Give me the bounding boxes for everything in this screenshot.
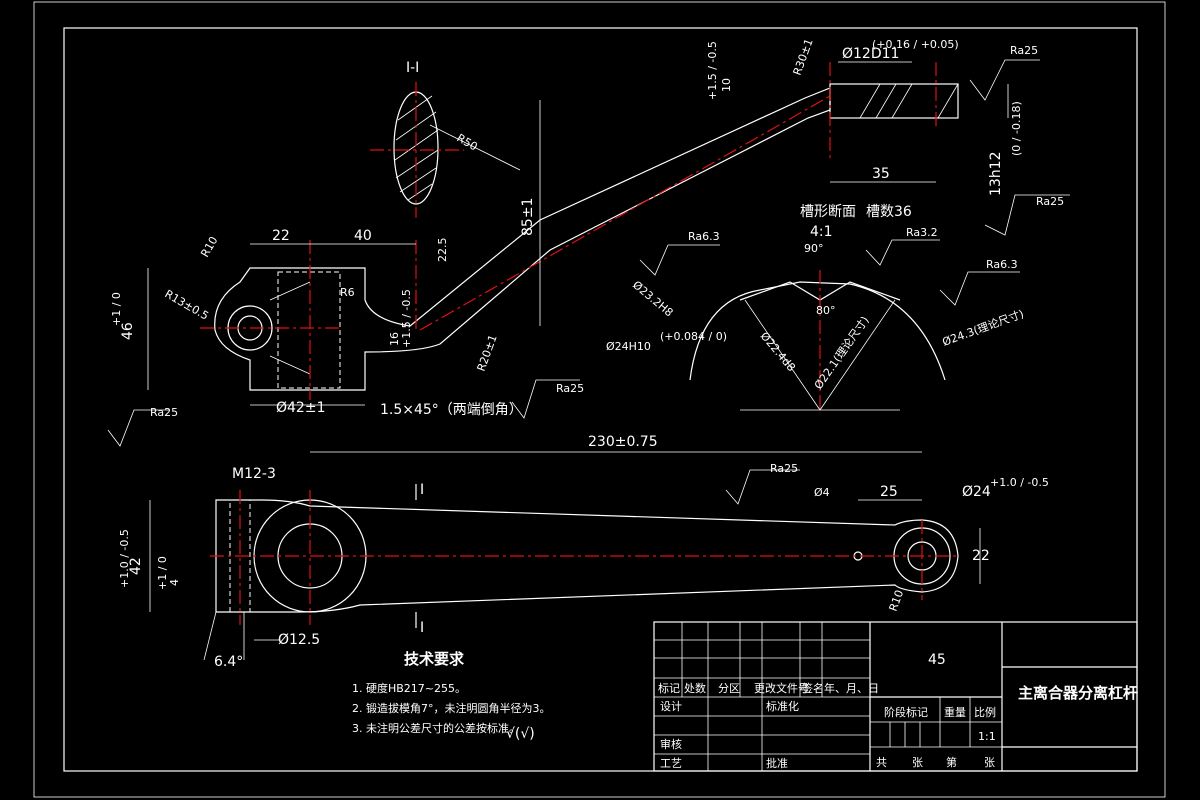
tb-sheets-4: 张 xyxy=(984,756,995,769)
lever-top-view: 22 40 R10 R13±0.5 R6 46 +1 / 0 22.5 85±1… xyxy=(110,37,831,418)
dim-10-tol: +1.5 / -0.5 xyxy=(706,41,719,100)
tb-design: 设计 xyxy=(660,700,682,713)
dim-phi23-2: Ø23.2H8 xyxy=(630,278,675,319)
material: 45 xyxy=(928,652,946,668)
dim-r20: R20±1 xyxy=(475,333,500,373)
ra25-c: Ra25 xyxy=(150,406,178,419)
hub-section: Ø12D11 (+0.16 / +0.05) 35 13h12 (0 / -0.… xyxy=(829,38,1023,196)
dim-42b-tol: +1.0 / -0.5 xyxy=(118,529,131,588)
dim-phi22-4: Ø22.4d8 xyxy=(758,330,798,374)
ra25-b: Ra25 xyxy=(1036,195,1064,208)
ra63-a: Ra6.3 xyxy=(688,230,720,243)
dim-phi24b-tol: +1.0 / -0.5 xyxy=(990,476,1049,489)
dim-phi24-tol: (+0.084 / 0) xyxy=(660,330,727,343)
dim-25: 25 xyxy=(880,484,898,500)
outer-border xyxy=(33,1,1166,798)
roughness-symbol: √(√) xyxy=(506,726,535,742)
dim-22-5: 22.5 xyxy=(436,238,449,263)
groove-scale: 4:1 xyxy=(810,224,833,240)
dim-40: 40 xyxy=(354,228,372,244)
note-3: 3. 未注明公差尺寸的公差按标准。 xyxy=(352,721,520,735)
dim-phi12: Ø12D11 xyxy=(842,46,899,62)
technical-notes: 技术要求 1. 硬度HB217~255。 2. 锻造拔模角7°，未注明圆角半径为… xyxy=(352,650,551,742)
notes-title: 技术要求 xyxy=(404,650,465,668)
tb-col-2: 处数 xyxy=(684,682,706,695)
dim-13-tol: (0 / -0.18) xyxy=(1010,101,1023,156)
inner-border xyxy=(63,27,1138,772)
dim-r30: R30±1 xyxy=(791,37,816,77)
dim-42b: 42 xyxy=(128,557,144,575)
dim-r10: R10 xyxy=(198,234,220,259)
dim-4: 4 xyxy=(168,579,181,586)
tb-col-1: 标记 xyxy=(658,681,680,695)
tb-col-3: 分区 xyxy=(718,682,740,695)
title-block: 45 主离合器分离杠杆 标记 处数 分区 更改文件号 签名 年、月、日 设计 标… xyxy=(653,621,1138,772)
angle-80: 80° xyxy=(816,304,836,317)
dim-46: 46 xyxy=(120,322,136,340)
dim-13: 13h12 xyxy=(988,151,1004,196)
tb-sheets-3: 第 xyxy=(946,755,957,769)
note-1: 1. 硬度HB217~255。 xyxy=(352,681,466,695)
ra25-a: Ra25 xyxy=(1010,44,1038,57)
dim-r10b: R10 xyxy=(887,588,907,613)
dim-16: 16 xyxy=(388,332,401,346)
tb-sheets-2: 张 xyxy=(912,756,923,769)
section-mark-bottom: I xyxy=(420,620,424,636)
dim-r13: R13±0.5 xyxy=(163,287,211,322)
chamfer-note: 1.5×45°（两端倒角） xyxy=(380,402,523,418)
section-mark-top: I xyxy=(420,482,424,498)
lever-bottom-view: I I 230±0.75 M12-3 25 Ø4 Ø24 +1.0 / -0.5… xyxy=(118,434,1049,670)
dim-phi4: Ø4 xyxy=(814,486,830,499)
tb-std: 标准化 xyxy=(766,699,799,713)
tb-scale: 1:1 xyxy=(978,730,996,743)
dim-10: 10 xyxy=(720,78,733,92)
tb-stage: 阶段标记 xyxy=(884,705,928,719)
dim-angle: 6.4° xyxy=(214,654,243,670)
ra25-d: Ra25 xyxy=(556,382,584,395)
groove-title: 槽形断面 xyxy=(800,204,856,220)
dim-230: 230±0.75 xyxy=(588,434,658,450)
roughness-marks: Ra25 Ra25 Ra6.3 Ra3.2 Ra6.3 Ra25 Ra25 Ra… xyxy=(107,44,1070,505)
dim-22: 22 xyxy=(272,228,290,244)
angle-90: 90° xyxy=(804,242,824,255)
tb-col-6: 年、月、日 xyxy=(824,681,879,695)
dim-phi24b: Ø24 xyxy=(962,484,991,500)
tb-process: 工艺 xyxy=(660,757,682,770)
tb-weight: 重量 xyxy=(944,705,966,719)
ra63-b: Ra6.3 xyxy=(986,258,1018,271)
section-label: I-I xyxy=(406,60,419,76)
dim-phi24-3: Ø24.3(理论尺寸) xyxy=(940,306,1025,348)
dim-16-tol: +1.5 / -0.5 xyxy=(400,289,413,348)
dim-r6: R6 xyxy=(340,286,355,299)
dim-22b: 22 xyxy=(972,548,990,564)
ra32: Ra3.2 xyxy=(906,226,938,239)
tb-review: 审核 xyxy=(660,737,682,751)
dim-m12: M12-3 xyxy=(232,466,276,482)
note-2: 2. 锻造拔模角7°，未注明圆角半径为3。 xyxy=(352,701,551,715)
ra25-e: Ra25 xyxy=(770,462,798,475)
tb-col-4: 更改文件号 xyxy=(754,681,809,695)
tb-col-5: 签名 xyxy=(802,681,824,695)
tb-ratio: 比例 xyxy=(974,705,996,719)
dim-35: 35 xyxy=(872,166,890,182)
dim-phi12-tol: (+0.16 / +0.05) xyxy=(872,38,959,51)
tb-approve: 批准 xyxy=(766,756,788,770)
dim-4-tol: +1 / 0 xyxy=(156,556,169,590)
dim-phi24: Ø24H10 xyxy=(606,340,651,353)
tb-sheets-1: 共 xyxy=(876,756,887,769)
section-view: I-I R50 xyxy=(370,60,521,218)
dim-phi12-5: Ø12.5 xyxy=(278,632,320,648)
dim-46-tol: +1 / 0 xyxy=(110,292,123,326)
groove-section: 槽形断面 槽数36 4:1 90° 80° Ø23.2H8 Ø24H10 (+0… xyxy=(606,204,1026,411)
part-name: 主离合器分离杠杆 xyxy=(1018,684,1138,702)
dim-85: 85±1 xyxy=(520,198,536,236)
groove-count: 槽数36 xyxy=(866,204,912,220)
dim-phi42: Ø42±1 xyxy=(276,400,325,416)
